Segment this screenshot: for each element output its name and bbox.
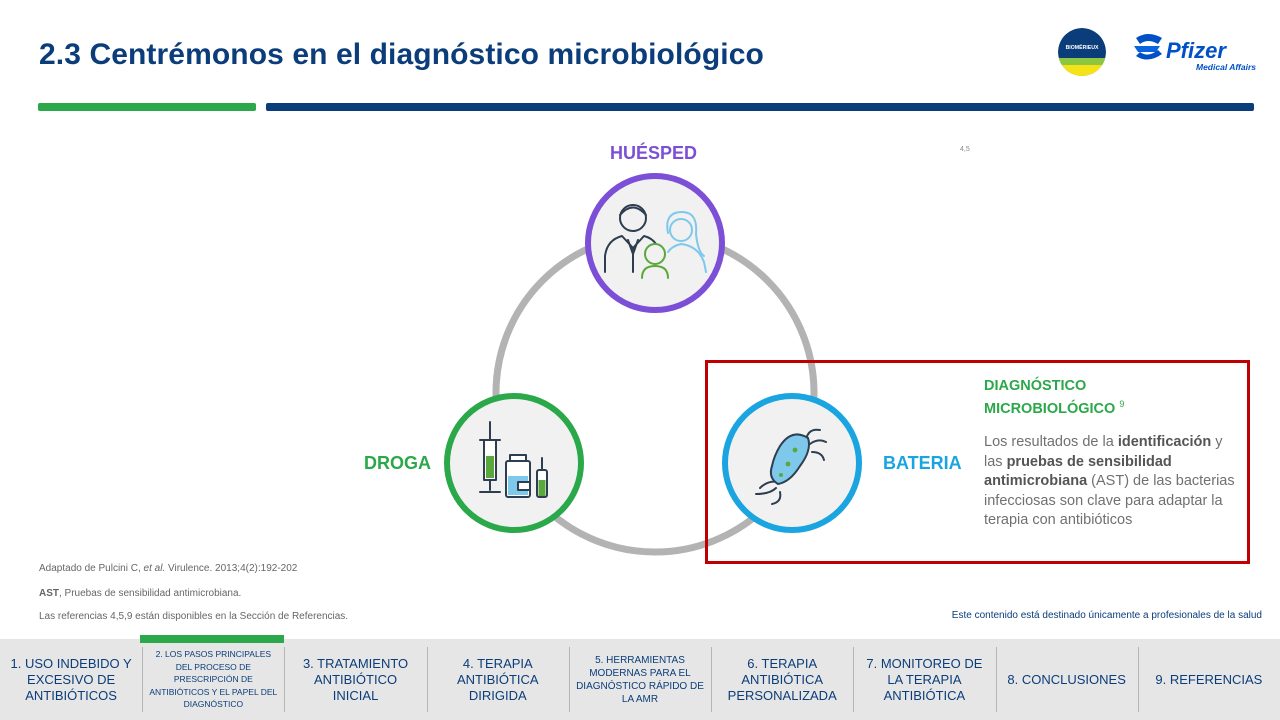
nav-item-8[interactable]: 8. CONCLUSIONES: [995, 639, 1138, 720]
diagnostic-text-1: Los resultados de la: [984, 434, 1118, 450]
diagnostic-text-2: y las: [984, 434, 1223, 470]
diagnostic-bold-identification: identificación: [1117, 434, 1212, 450]
nav-item-1[interactable]: 1. USO INDEBIDO Y EXCESIVO DE ANTIBIÓTIC…: [0, 639, 142, 720]
diagnostic-title-line1: DIAGNÓSTICO: [984, 378, 1087, 394]
diagnostic-title-reference: 9: [1119, 399, 1125, 409]
nav-item-4[interactable]: 4. TERAPIA ANTIBIÓTICA DIRIGIDA: [426, 639, 569, 720]
title-accent-bar-blue: [266, 103, 1254, 111]
source-prefix: Adaptado de Pulcini C,: [39, 563, 144, 574]
diagnostic-title-line2: MICROBIOLÓGICO: [984, 400, 1116, 417]
nav-item-label: 3. TRATAMIENTO ANTIBIÓTICO INICIAL: [302, 655, 409, 703]
bacteria-label: BATERIA: [883, 453, 962, 473]
nav-item-label: 7. MONITOREO DE LA TERAPIA ANTIBIÓTICA: [866, 655, 983, 703]
nav-item-label: 5. HERRAMIENTAS MODERNAS PARA EL DIAGNÓS…: [576, 654, 704, 705]
active-section-indicator: [140, 635, 285, 643]
diagnostic-text-3: (AST) de las bacterias infecciosas son c…: [984, 473, 1235, 528]
nav-item-7[interactable]: 7. MONITOREO DE LA TERAPIA ANTIBIÓTICA: [853, 639, 995, 720]
biomerieux-logo: BIOMÉRIEUX: [1058, 28, 1106, 76]
host-circle: [585, 173, 725, 313]
abbreviation-term: AST: [39, 588, 59, 599]
bacteria-circle: [722, 393, 862, 533]
nav-item-label: 6. TERAPIA ANTIBIÓTICA PERSONALIZADA: [727, 655, 837, 703]
biomerieux-logo-text: BIOMÉRIEUX: [1066, 43, 1099, 51]
nav-item-label: 1. USO INDEBIDO Y EXCESIVO DE ANTIBIÓTIC…: [10, 655, 132, 703]
nav-item-label: 4. TERAPIA ANTIBIÓTICA DIRIGIDA: [456, 655, 539, 703]
source-italic: et al.: [143, 563, 166, 574]
drug-label: DROGA: [364, 453, 431, 473]
section-navigation: 1. USO INDEBIDO Y EXCESIVO DE ANTIBIÓTIC…: [0, 635, 1280, 720]
nav-item-9[interactable]: 9. REFERENCIAS: [1137, 639, 1280, 720]
host-label: HUÉSPED: [610, 143, 698, 163]
source-suffix: Virulence. 2013;4(2):192-202: [165, 563, 298, 574]
source-footnote: Adaptado de Pulcini C, et al. Virulence.…: [39, 563, 297, 574]
pfizer-logo: Pfizer Medical Affairs: [1134, 34, 1256, 72]
references-footnote: Las referencias 4,5,9 están disponibles …: [39, 611, 349, 622]
diagnostic-bold-ast: pruebas de sensibilidad antimicrobiana: [984, 453, 1172, 490]
nav-item-3[interactable]: 3. TRATAMIENTO ANTIBIÓTICO INICIAL: [284, 639, 426, 720]
abbreviation-footnote: AST, Pruebas de sensibilidad antimicrobi…: [39, 588, 241, 599]
abbreviation-definition: , Pruebas de sensibilidad antimicrobiana…: [59, 588, 242, 599]
nav-item-5[interactable]: 5. HERRAMIENTAS MODERNAS PARA EL DIAGNÓS…: [568, 639, 711, 720]
professional-disclaimer: Este contenido está destinado únicamente…: [951, 610, 1262, 621]
diagnostic-highlight-box: [705, 360, 1250, 564]
nav-item-label: 8. CONCLUSIONES: [1007, 671, 1126, 687]
nav-item-label: 2. LOS PASOS PRINCIPALES DEL PROCESO DE …: [149, 649, 278, 710]
page-title: 2.3 Centrémonos en el diagnóstico microb…: [39, 38, 764, 71]
nav-item-label: 9. REFERENCIAS: [1155, 671, 1263, 687]
bacteria-icon: [755, 428, 827, 505]
family-icon: [604, 204, 707, 279]
nav-item-6[interactable]: 6. TERAPIA ANTIBIÓTICA PERSONALIZADA: [711, 639, 853, 720]
drug-circle: [444, 393, 584, 533]
nav-item-2[interactable]: 2. LOS PASOS PRINCIPALES DEL PROCESO DE …: [140, 635, 285, 720]
host-reference: 4,5: [960, 146, 970, 153]
pfizer-logo-subtext: Medical Affairs: [1196, 62, 1256, 72]
syringe-vial-icon: [479, 421, 548, 498]
diagnostic-description: Los resultados de la identificación y la…: [984, 433, 1239, 531]
pfizer-logo-text: Pfizer: [1166, 38, 1227, 63]
title-accent-bar-green: [38, 103, 256, 111]
